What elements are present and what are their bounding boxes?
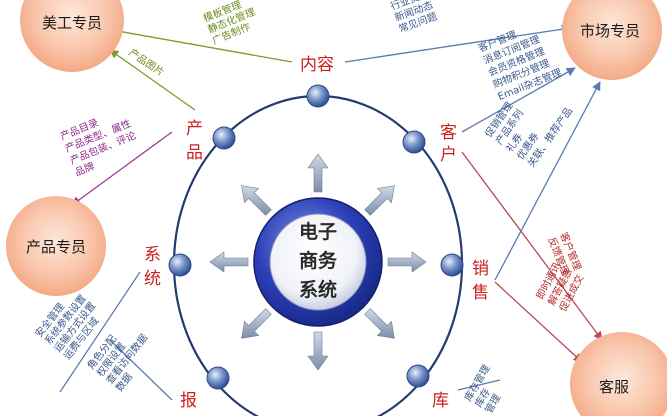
center-line-3: 系统 xyxy=(299,278,337,301)
connector-product-art xyxy=(109,49,196,111)
node-content xyxy=(306,84,330,108)
annotation-line: 产品图片 xyxy=(126,46,166,79)
radial-arrow xyxy=(364,185,395,216)
module-label-report: 报 xyxy=(180,391,197,411)
annotation-art-product: 产品图片 xyxy=(126,46,166,79)
module-label-content: 内容 xyxy=(300,55,334,75)
center-line-1: 电子 xyxy=(299,220,337,243)
role-bubble-art xyxy=(20,0,124,72)
module-label-product-1: 产 xyxy=(186,119,203,139)
module-label-inventory: 库 xyxy=(432,391,449,411)
connector-inventory-right xyxy=(457,379,501,391)
role-label-service: 客服 xyxy=(599,378,629,396)
role-bubble-product xyxy=(6,196,106,296)
role-bubble-market xyxy=(562,0,662,80)
annotation-market-customer: 客户管理消息订阅管理会员资格管理购物积分管理Email杂志管理 xyxy=(476,17,563,103)
module-label-customer-2: 户 xyxy=(440,145,457,165)
connector-content-art xyxy=(111,26,293,63)
connector-system-left xyxy=(59,271,141,393)
module-labels: 内容 客 户 销 售 库 报 系 统 产 品 xyxy=(144,55,489,411)
center-hub: 电子 商务 系统 xyxy=(253,197,383,327)
role-bubble-service xyxy=(570,332,667,416)
connector-sales-service xyxy=(494,281,583,363)
connector-content-market xyxy=(344,24,571,63)
radial-arrow xyxy=(364,308,395,339)
center-line-2: 商务 xyxy=(299,249,338,272)
node-report xyxy=(206,366,230,390)
role-label-art: 美工专员 xyxy=(42,14,102,32)
connectors xyxy=(59,24,603,401)
radial-arrow xyxy=(307,331,329,371)
role-label-product: 产品专员 xyxy=(26,238,86,256)
connector-customer-market xyxy=(461,67,576,133)
node-system xyxy=(168,253,192,277)
radial-arrow xyxy=(241,185,272,216)
module-label-customer-1: 客 xyxy=(440,123,457,143)
annotation-product-product: 产品目录产品类型、属性产品包装、评论品牌 xyxy=(58,105,142,179)
radial-arrow xyxy=(307,153,329,193)
connector-product-productrole xyxy=(71,131,173,206)
node-customer xyxy=(402,130,426,154)
node-sales xyxy=(440,253,464,277)
annotation-art-content: 模板管理静态化管理广告制作 xyxy=(201,0,261,47)
module-label-product-2: 品 xyxy=(186,143,203,163)
ring-nodes xyxy=(168,84,464,390)
connector-sales-market xyxy=(494,81,601,281)
radial-arrows xyxy=(209,153,427,371)
annotation-service-inventory: 库存管理库存管理 xyxy=(461,362,513,415)
module-label-system-2: 统 xyxy=(144,269,161,289)
center-hub-inner xyxy=(269,213,367,311)
radial-arrow xyxy=(387,251,427,273)
module-label-system-1: 系 xyxy=(144,245,161,265)
role-label-market: 市场专员 xyxy=(580,22,640,40)
connector-report-left xyxy=(109,339,173,401)
module-label-sales-2: 售 xyxy=(472,283,489,303)
radial-arrow xyxy=(209,251,249,273)
node-inventory xyxy=(406,364,430,388)
annotation-market-content: 行业资讯新闻动态常见问题 xyxy=(389,0,439,35)
module-label-sales-1: 销 xyxy=(472,259,489,279)
connector-customer-service xyxy=(461,151,603,341)
role-bubbles: 美工专员 市场专员 产品专员 客服 xyxy=(6,0,667,416)
radial-arrow xyxy=(241,308,272,339)
node-product xyxy=(212,126,236,150)
